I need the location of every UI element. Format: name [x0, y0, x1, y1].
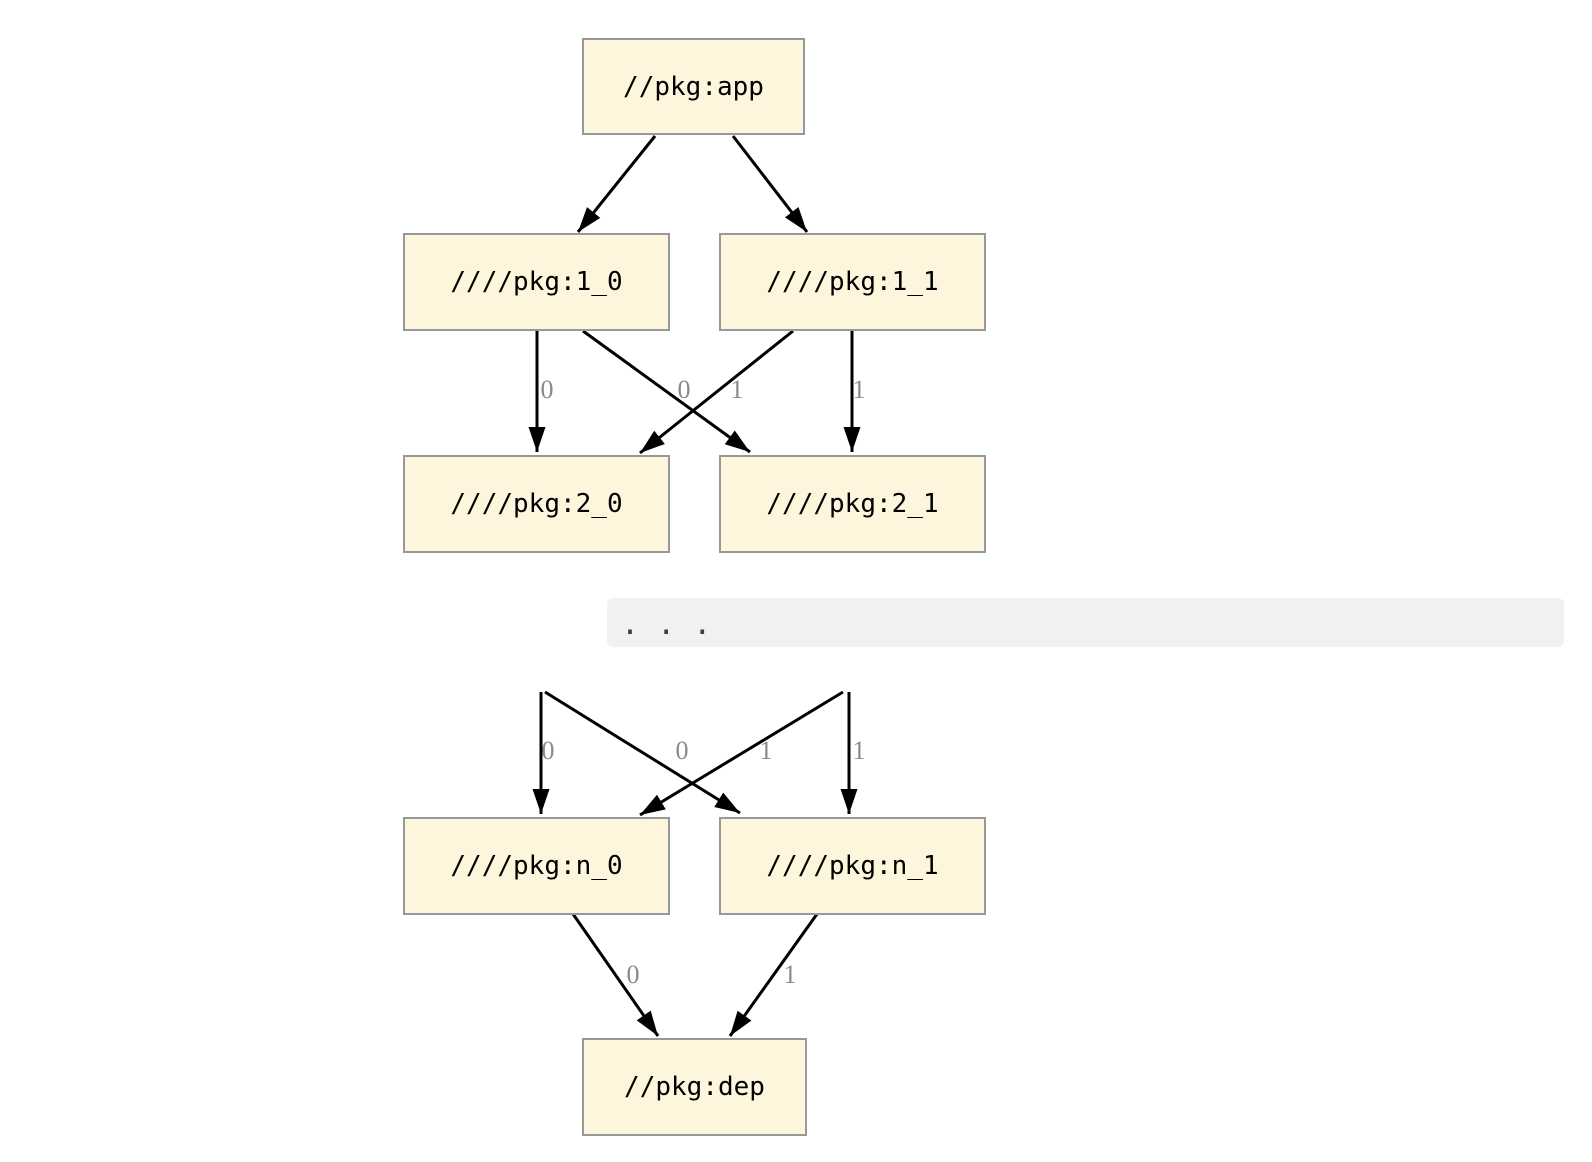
- edge-1_0-to-2_1: [582, 329, 751, 454]
- edge-label-n_1-dep: 1: [783, 960, 797, 989]
- edge-label-right-n_1: 1: [852, 736, 866, 765]
- edge-label-left-n_1: 0: [675, 736, 689, 765]
- node-pkg-2_1-label: ////pkg:2_1: [766, 489, 939, 519]
- edge-label-right-n_0: 1: [759, 736, 773, 765]
- edge-label-n_0-dep: 0: [626, 960, 640, 989]
- edge-label-1_1-2_1: 1: [852, 375, 866, 404]
- ellipsis-band: . . .: [607, 598, 1564, 647]
- node-pkg-n_1: ////pkg:n_1: [719, 817, 986, 915]
- node-pkg-2_0-label: ////pkg:2_0: [450, 489, 623, 519]
- node-pkg-n_1-label: ////pkg:n_1: [766, 851, 939, 881]
- node-pkg-1_0: ////pkg:1_0: [403, 233, 670, 331]
- edge-app-to-1_0: [576, 135, 657, 233]
- node-pkg-app: //pkg:app: [582, 38, 805, 135]
- edge-n_0-to-dep: [571, 913, 660, 1037]
- edge-1_1-to-2_0: [639, 329, 794, 455]
- edge-ellipsis-right-to-n_0: [639, 690, 844, 817]
- edge-label-left-n_0: 0: [541, 736, 555, 765]
- node-pkg-1_1: ////pkg:1_1: [719, 233, 986, 331]
- node-pkg-dep-label: //pkg:dep: [624, 1072, 765, 1102]
- ellipsis-text: . . .: [621, 607, 712, 642]
- edge-app-to-1_1: [731, 135, 809, 233]
- node-pkg-n_0: ////pkg:n_0: [403, 817, 670, 915]
- node-pkg-1_1-label: ////pkg:1_1: [766, 267, 939, 297]
- node-pkg-1_0-label: ////pkg:1_0: [450, 267, 623, 297]
- edge-ellipsis-left-to-n_1: [544, 690, 741, 815]
- edge-label-1_0-2_1: 0: [677, 375, 691, 404]
- edge-label-1_0-2_0: 0: [540, 375, 554, 404]
- node-pkg-n_0-label: ////pkg:n_0: [450, 851, 623, 881]
- edge-label-1_1-2_0: 1: [730, 375, 744, 404]
- node-pkg-app-label: //pkg:app: [623, 71, 764, 102]
- node-pkg-dep: //pkg:dep: [582, 1038, 807, 1136]
- edge-n_1-to-dep: [728, 913, 819, 1037]
- node-pkg-2_1: ////pkg:2_1: [719, 455, 986, 553]
- node-pkg-2_0: ////pkg:2_0: [403, 455, 670, 553]
